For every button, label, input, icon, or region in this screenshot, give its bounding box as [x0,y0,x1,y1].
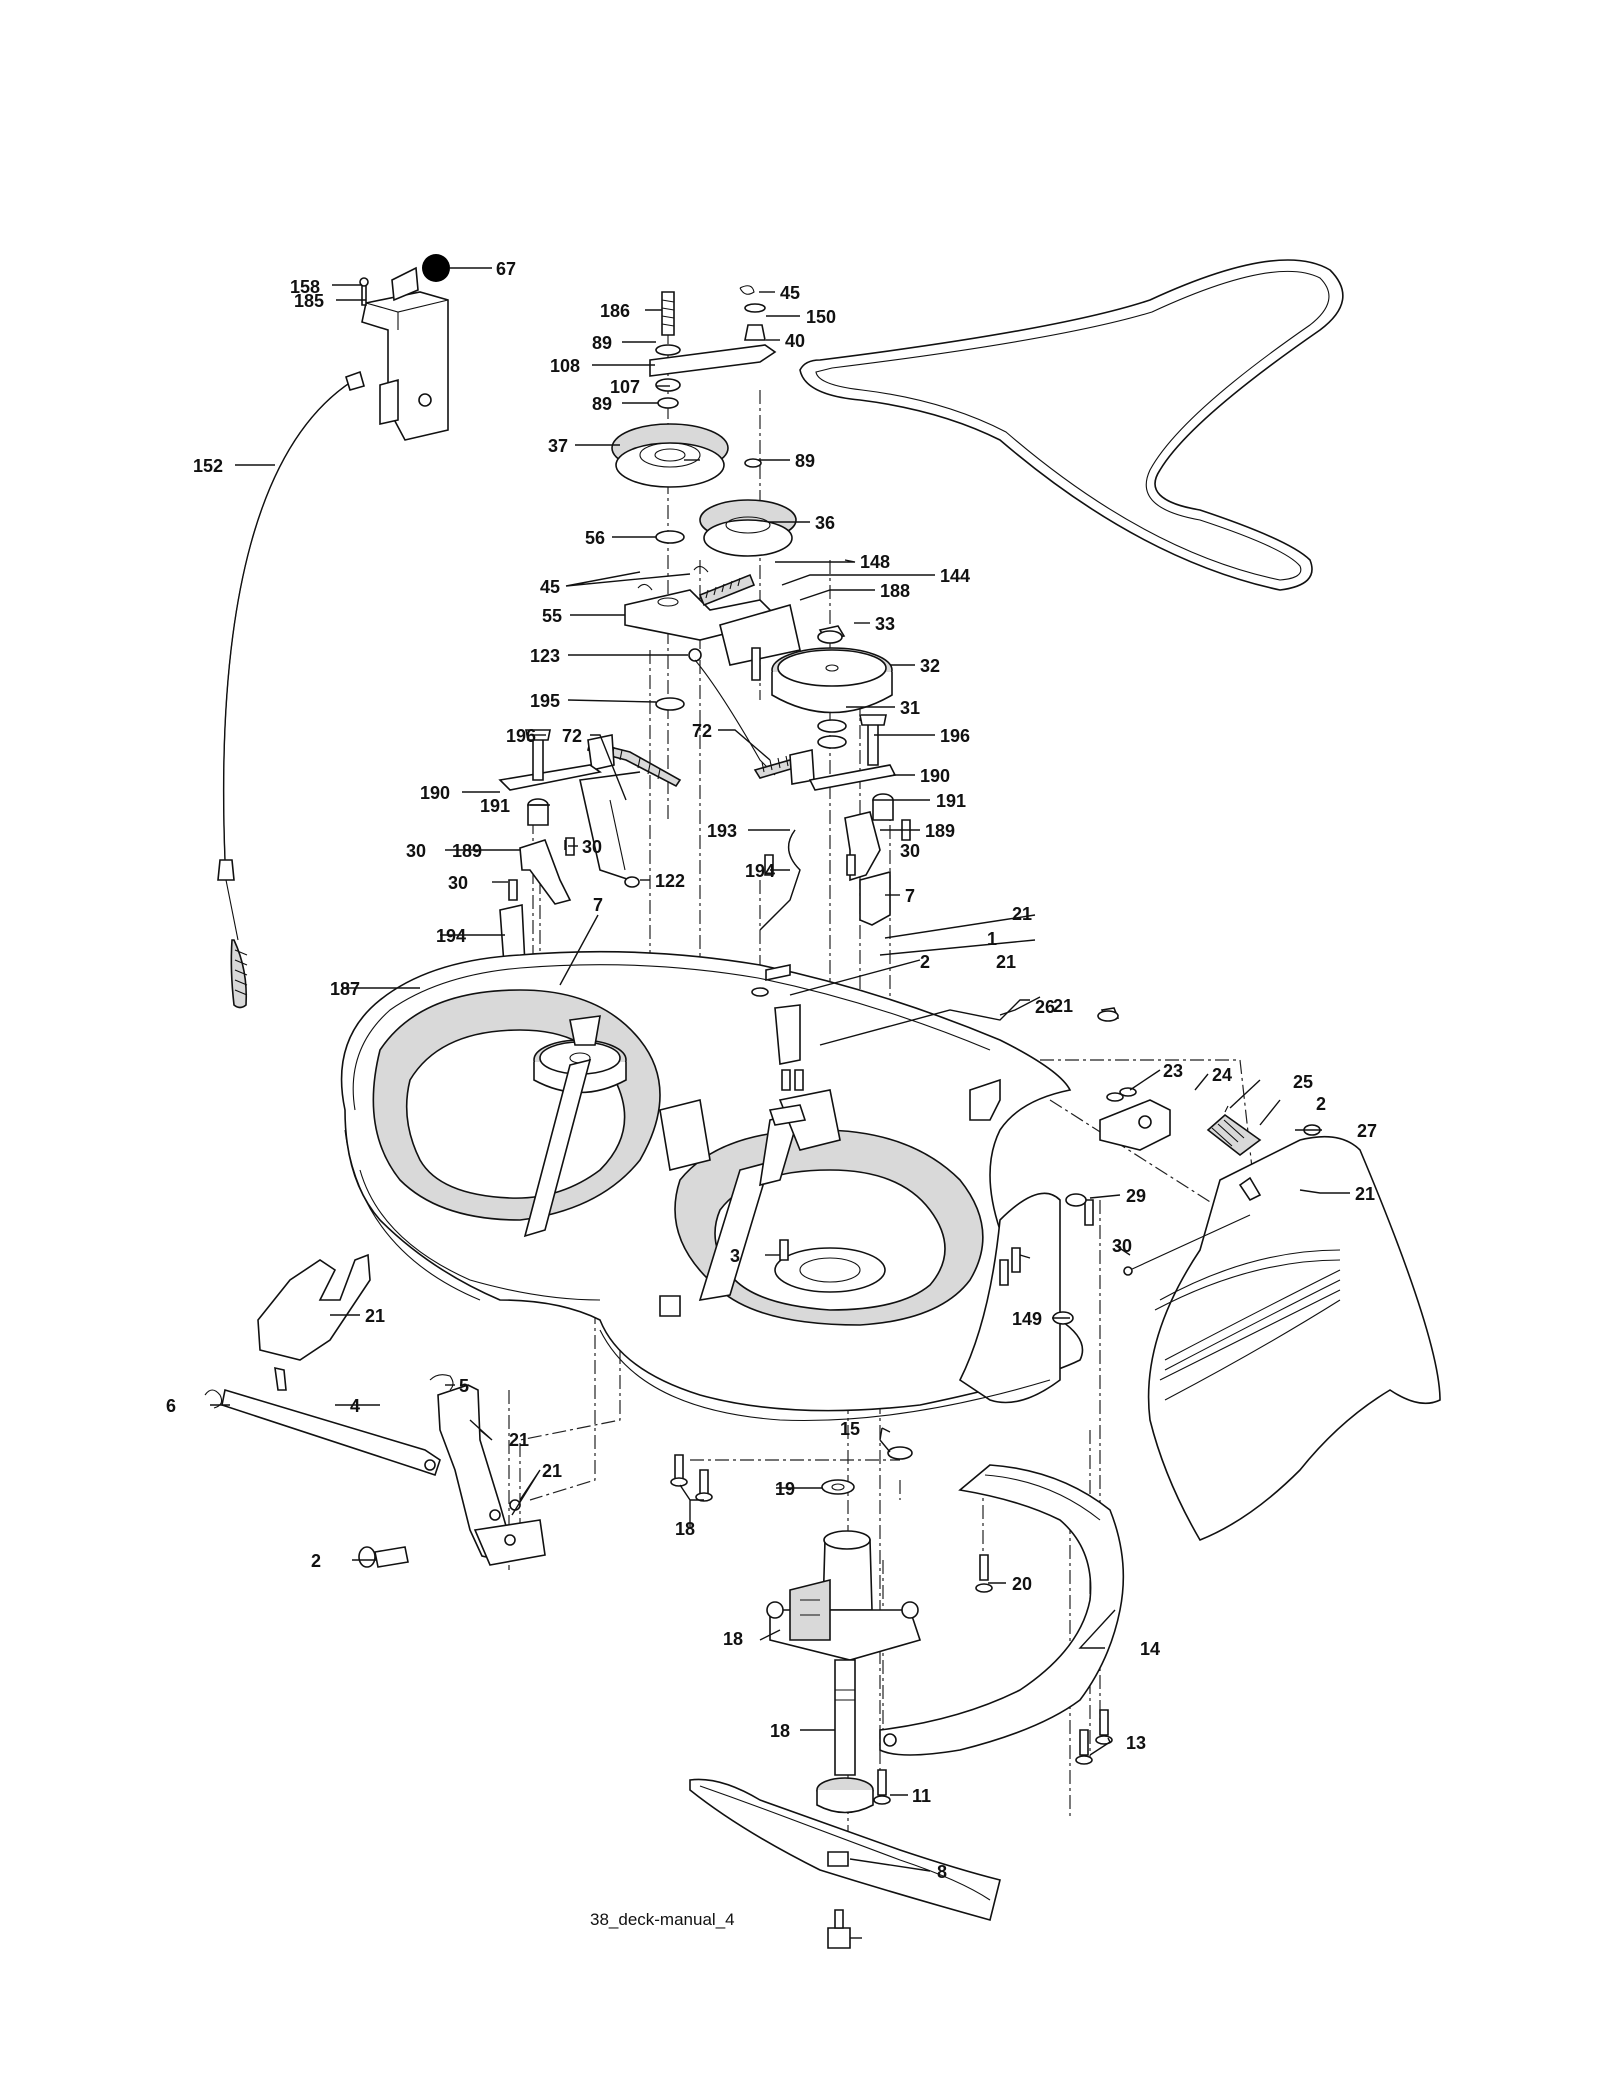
lift-linkage [204,1253,546,1568]
control-cable [217,370,365,1009]
part-label: 6 [166,1396,176,1416]
part-label: 150 [806,307,836,327]
belt-guard [873,1464,1125,1805]
part-label: 194 [436,926,466,946]
drive-belt [799,259,1344,591]
part-label: 21 [509,1430,529,1450]
part-label: 45 [780,283,800,303]
part-label: 5 [459,1376,469,1396]
part-label: 3 [730,1246,740,1266]
part-label: 32 [920,656,940,676]
diagram-caption: 38_deck-manual_4 [590,1910,735,1929]
part-label: 27 [1357,1121,1377,1141]
part-label: 37 [548,436,568,456]
part-label: 14 [1140,1639,1160,1659]
part-label: 21 [1012,904,1032,924]
part-label: 2 [311,1551,321,1571]
part-label: 190 [420,783,450,803]
part-label: 187 [330,979,360,999]
part-label: 15 [840,1419,860,1439]
part-label: 107 [610,377,640,397]
part-label: 30 [406,841,426,861]
part-label: 2 [920,952,930,972]
part-label: 18 [770,1721,790,1741]
part-label: 186 [600,301,630,321]
part-label: 72 [692,721,712,741]
part-label: 8 [937,1862,947,1882]
part-label: 33 [875,614,895,634]
part-label: 148 [860,552,890,572]
part-label: 30 [448,873,468,893]
part-label: 1 [987,929,997,949]
part-label: 24 [1212,1065,1232,1085]
part-label: 21 [1355,1184,1375,1204]
part-label: 67 [496,259,516,279]
part-label: 2 [1316,1094,1326,1114]
part-label: 36 [815,513,835,533]
part-label: 21 [996,952,1016,972]
part-label: 191 [480,796,510,816]
deck-brackets [499,799,911,992]
part-label: 55 [542,606,562,626]
part-label: 4 [350,1396,360,1416]
discharge-assembly [1099,1087,1441,1541]
part-label: 152 [193,456,223,476]
part-label: 20 [1012,1574,1032,1594]
part-label: 108 [550,356,580,376]
part-label: 194 [745,861,775,881]
part-labels: 67 158 185 152 186 45 150 89 40 108 107 … [166,259,1377,1882]
part-label: 188 [880,581,910,601]
part-label: 29 [1126,1186,1146,1206]
part-label: 193 [707,821,737,841]
part-label: 25 [1293,1072,1313,1092]
part-label: 89 [795,451,815,471]
part-label: 123 [530,646,560,666]
part-label: 158 [290,277,320,297]
part-label: 72 [562,726,582,746]
part-label: 89 [592,394,612,414]
part-label: 30 [900,841,920,861]
part-label: 30 [1112,1236,1132,1256]
part-label: 189 [452,841,482,861]
part-label: 196 [506,726,536,746]
part-label: 190 [920,766,950,786]
part-label: 196 [940,726,970,746]
part-label: 11 [912,1786,931,1806]
part-label: 189 [925,821,955,841]
part-label: 21 [1053,996,1073,1016]
mower-deck [340,950,1084,1422]
part-label: 144 [940,566,970,586]
part-label: 89 [592,333,612,353]
idler-arm-assembly [624,565,801,681]
part-label: 191 [936,791,966,811]
part-label: 13 [1126,1733,1146,1753]
lift-handle-assembly [359,254,450,441]
part-label: 18 [675,1519,695,1539]
part-label: 56 [585,528,605,548]
leader-lines [210,267,1350,1939]
main-pulley [771,625,893,749]
spindle-assembly [670,1454,1001,1949]
idler-stack [611,285,797,557]
part-label: 23 [1163,1061,1183,1081]
part-label: 195 [530,691,560,711]
part-label: 185 [294,291,324,311]
part-label: 40 [785,331,805,351]
part-label: 122 [655,871,685,891]
part-label: 21 [365,1306,385,1326]
part-label: 45 [540,577,560,597]
part-label: 7 [905,886,915,906]
marker-dot [422,254,450,282]
part-label: 19 [775,1479,795,1499]
part-label: 26 [1035,997,1055,1017]
part-label: 21 [542,1461,562,1481]
part-label: 30 [582,837,602,857]
part-label: 18 [723,1629,743,1649]
part-label: 7 [593,895,603,915]
part-label: 31 [900,698,920,718]
part-label: 149 [1012,1309,1042,1329]
